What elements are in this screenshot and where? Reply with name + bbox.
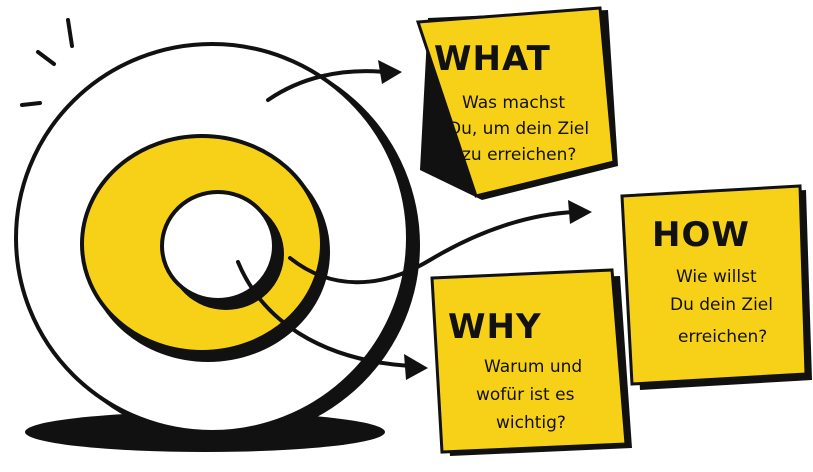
note-how-title: HOW	[652, 215, 750, 255]
note-what-title: WHAT	[434, 39, 551, 79]
note-why-line-2: wofür ist es	[476, 385, 575, 405]
note-what-line-2: Du, um dein Ziel	[448, 119, 589, 139]
note-why-title: WHY	[448, 307, 542, 347]
note-how-line-2: Du dein Ziel	[670, 295, 773, 315]
note-how-line-1: Wie willst	[676, 267, 757, 287]
note-what-line-1: Was machst	[462, 93, 565, 113]
note-how-line-3: erreichen?	[678, 327, 767, 347]
note-how: HOW Wie willst Du dein Ziel erreichen?	[622, 186, 812, 390]
spark-lines	[22, 20, 72, 105]
note-what: WHAT Was machst Du, um dein Ziel zu erre…	[418, 8, 618, 200]
note-why: WHY Warum und wofür ist es wichtig?	[432, 270, 632, 456]
note-why-line-3: wichtig?	[496, 413, 566, 433]
note-why-line-1: Warum und	[484, 357, 582, 377]
note-what-line-3: zu erreichen?	[462, 145, 576, 165]
